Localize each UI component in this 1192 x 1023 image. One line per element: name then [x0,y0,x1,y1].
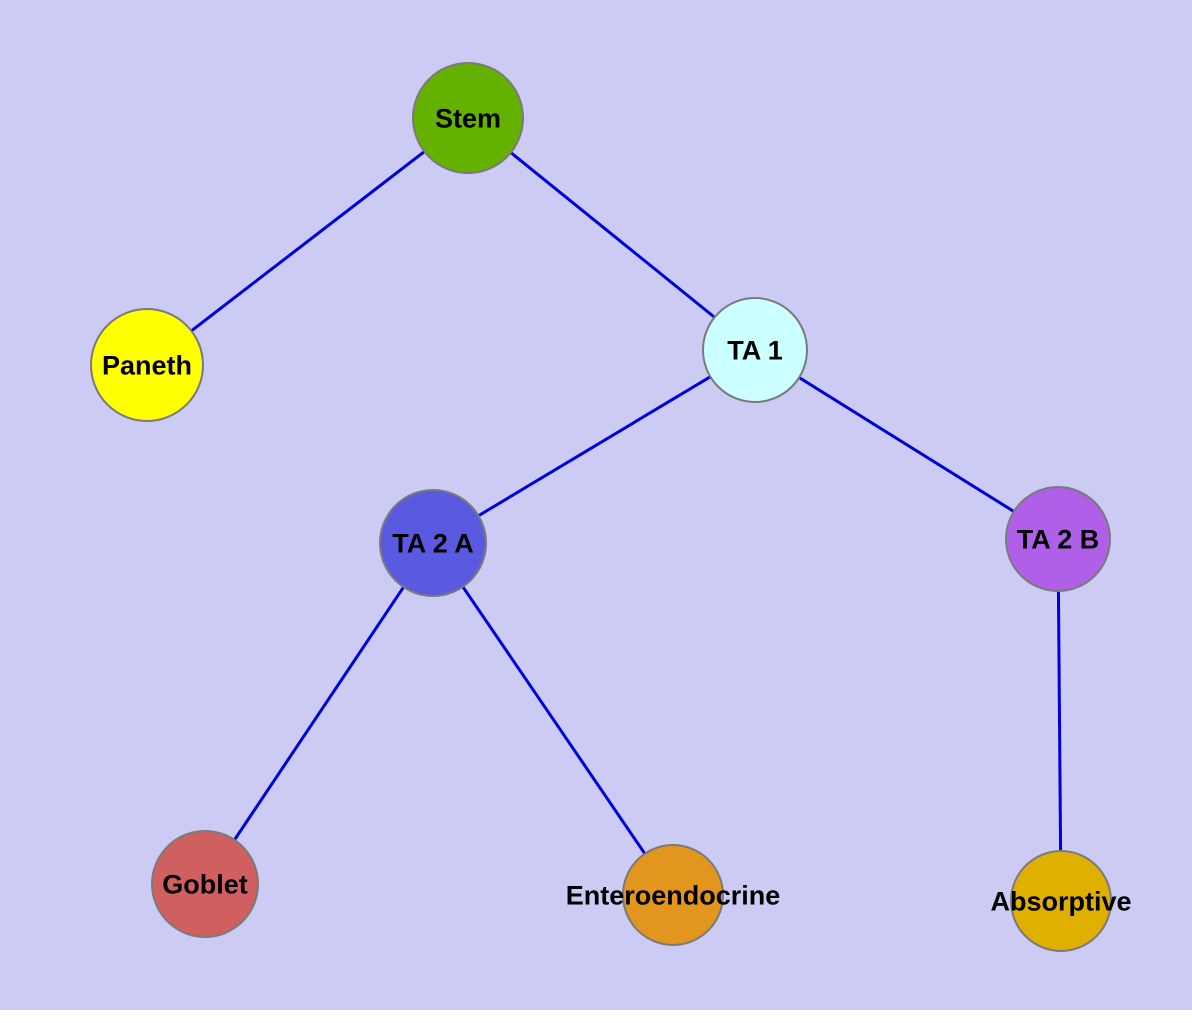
node-goblet[interactable] [151,830,259,938]
node-label-ta2a: TA 2 A [392,529,474,559]
node-paneth[interactable] [90,308,204,422]
edge-ta2b-absorptive [1056,538,1063,902]
node-label-paneth: Paneth [102,351,192,381]
node-label-absorptive: Absorptive [990,887,1131,917]
edge-stem-paneth [146,116,469,367]
node-label-stem: Stem [435,104,501,134]
node-label-enteroendocrine: Enteroendocrine [566,881,781,911]
edges-layer [146,116,1063,902]
node-label-ta2b: TA 2 B [1017,525,1100,555]
edge-stem-ta1 [467,116,756,352]
node-enteroendocrine[interactable] [622,844,724,946]
node-label-goblet: Goblet [162,870,248,900]
edge-ta2a-enteroendocrine [431,542,675,896]
node-ta2a[interactable] [379,489,487,597]
node-ta1[interactable] [702,297,808,403]
edge-ta2a-goblet [203,542,435,885]
node-ta2b[interactable] [1005,486,1111,592]
node-stem[interactable] [412,62,524,174]
edge-ta1-ta2a [432,348,756,545]
edge-ta1-ta2b [754,348,1059,541]
node-label-ta1: TA 1 [727,336,783,366]
node-absorptive[interactable] [1010,850,1112,952]
